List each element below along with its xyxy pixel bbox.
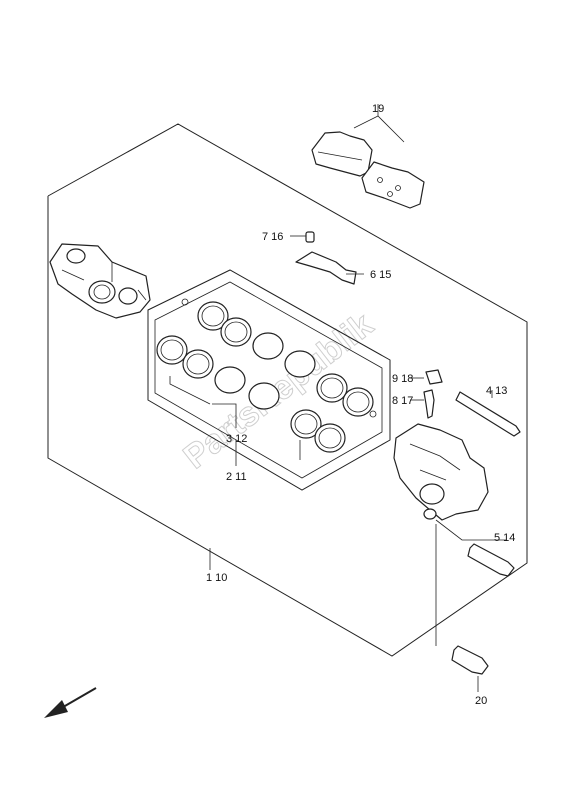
assembly-frame — [47, 123, 528, 657]
bleeder-cap — [425, 369, 443, 385]
label-2-11: 2 11 — [226, 471, 247, 483]
pistons — [214, 332, 316, 410]
brake-pad-rear — [361, 161, 425, 209]
bleeder-valve — [423, 389, 435, 419]
leader-2-11 — [212, 403, 237, 428]
pad-pin — [455, 391, 521, 437]
piston-seals-left — [156, 301, 252, 379]
caliper-housing-left — [49, 243, 151, 319]
label-4-13: 4 13 — [486, 385, 507, 397]
label-20: 20 — [475, 695, 487, 707]
caliper-housing-right — [393, 423, 489, 521]
caliper-bolt-upper — [467, 543, 515, 577]
label-5-14: 5 14 — [494, 532, 515, 544]
label-6-15: 6 15 — [370, 269, 391, 281]
label-7-16: 7 16 — [262, 231, 283, 243]
piston-seals-right — [290, 373, 374, 453]
seal-kit-frame — [147, 269, 391, 491]
label-19: 19 — [372, 103, 384, 115]
label-9-18: 9 18 — [392, 373, 413, 385]
leader-5-14 — [435, 519, 506, 541]
label-1-10: 1 10 — [206, 572, 227, 584]
front-direction-arrow-icon — [44, 687, 97, 718]
leader-3-12 — [169, 376, 211, 405]
pad-spring-clip — [295, 251, 357, 285]
label-3-12: 3 12 — [226, 433, 247, 445]
pad-pin-plug — [305, 231, 315, 243]
brake-pad-front — [311, 131, 373, 177]
seal-kit-inner-frame — [154, 281, 383, 479]
leader-19 — [353, 115, 405, 143]
caliper-bolt-lower — [451, 645, 489, 675]
label-8-17: 8 17 — [392, 395, 413, 407]
